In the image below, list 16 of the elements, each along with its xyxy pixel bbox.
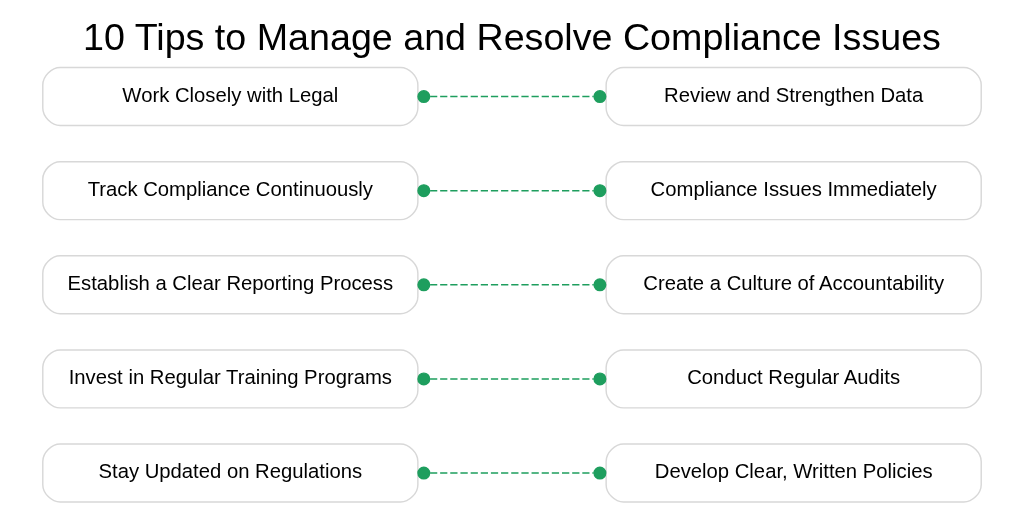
- node-box: Establish a Clear Reporting Process: [42, 255, 419, 315]
- node-box: Stay Updated on Regulations: [42, 443, 419, 503]
- connector: [417, 184, 607, 198]
- connector: [417, 466, 607, 480]
- node-box: Invest in Regular Training Programs: [42, 349, 419, 409]
- diagram-title: 10 Tips to Manage and Resolve Compliance Issues: [83, 15, 941, 58]
- node-box: Conduct Regular Audits: [605, 349, 982, 409]
- node-box: Compliance Issues Immediately: [605, 160, 982, 221]
- connector: [417, 90, 607, 104]
- node-box: Track Compliance Continuously: [42, 160, 419, 221]
- node-box: Work Closely with Legal: [42, 66, 419, 127]
- node-box: Review and Strengthen Data: [605, 66, 982, 127]
- connector: [417, 372, 607, 386]
- connector: [417, 278, 607, 292]
- node-box: Create a Culture of Accountability: [605, 255, 982, 315]
- node-box: Develop Clear, Written Policies: [605, 443, 982, 503]
